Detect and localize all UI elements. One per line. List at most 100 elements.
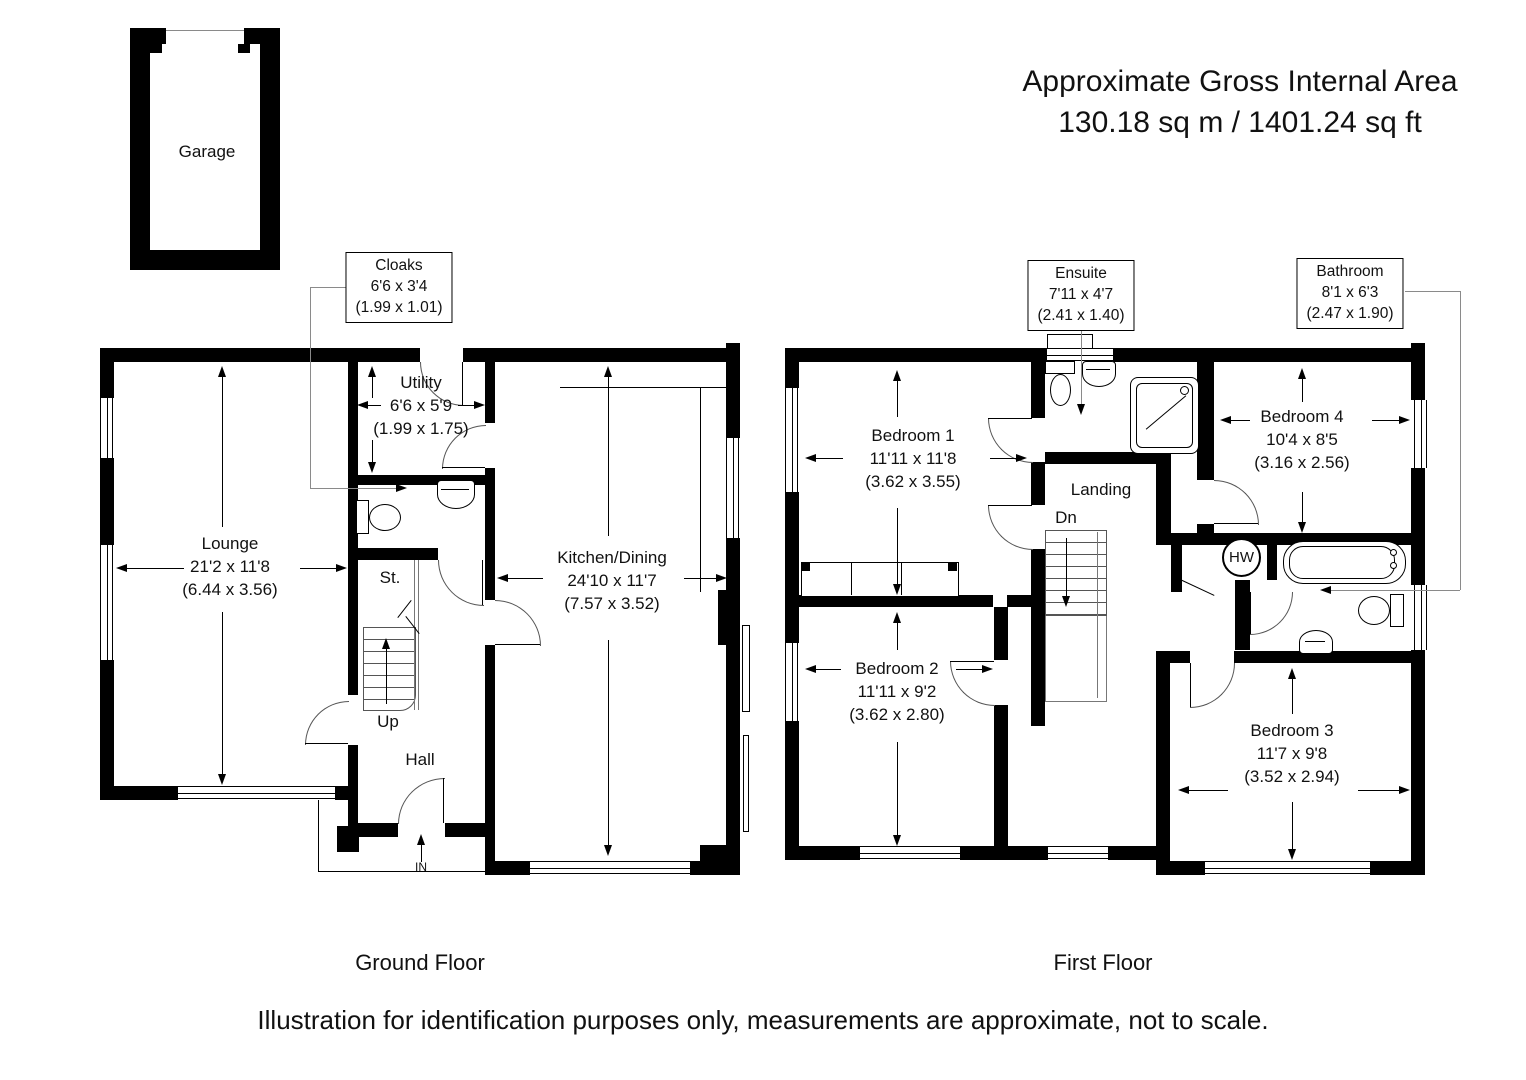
room-size-imperial: 7'11 x 4'7 [1048,285,1114,303]
wall [1031,362,1045,418]
wall [726,538,740,590]
counter-line [560,387,726,388]
ensuite-label-box: Ensuite 7'11 x 4'7 (2.41 x 1.40) [1027,260,1135,331]
arrowhead [805,665,816,673]
room-name: Utility [400,373,442,392]
up-label: Up [377,712,399,731]
dimension-line [897,508,898,584]
stair-edge [1097,532,1098,698]
wall [1156,452,1171,545]
door-leaf [495,644,540,645]
arrowhead [604,845,612,856]
toilet-symbol [1045,361,1075,374]
leader-line [1081,328,1082,404]
window [178,786,335,799]
wall [785,348,1047,362]
arrowhead [716,574,727,582]
arrowhead [1178,786,1189,794]
in-arrow-head [417,834,425,845]
room-name: Bedroom 2 [855,659,939,678]
arrowhead [982,665,993,673]
dimension-line [458,405,474,406]
utility-label: Utility 6'6 x 5'9 (1.99 x 1.75) [373,372,468,441]
wall [785,846,860,860]
room-size-imperial: 6'6 x 5'9 [389,395,453,415]
room-size-imperial: 11'7 x 9'8 [1256,743,1328,763]
gross-area-title: Approximate Gross Internal Area [1022,65,1458,98]
window [726,438,739,538]
arrowhead [368,462,376,473]
bedroom1-label: Bedroom 1 11'11 x 11'8 (3.62 x 3.55) [865,425,960,494]
leader-line [310,287,346,288]
door-arc [1214,480,1259,525]
basin-symbol [1082,361,1116,387]
store-label: St. [379,568,401,587]
wardrobe [851,562,852,595]
room-name: Bedroom 1 [871,426,955,445]
down-arrow-head [1062,596,1070,607]
wall [100,786,178,800]
bath-taps [1390,562,1397,569]
door-arc [1190,663,1235,708]
dimension-line [816,669,841,670]
basin-symbol [441,489,469,490]
door-arc [438,560,484,606]
arrowhead [805,454,816,462]
dimension-line [300,568,336,569]
dimension-line [956,669,982,670]
window [1414,585,1427,650]
door-leaf [1250,592,1251,634]
wall [1197,362,1214,480]
room-size-metric: (3.16 x 2.56) [1254,452,1350,472]
wall [260,28,280,270]
room-name: Bedroom 4 [1260,407,1344,426]
door-leaf [988,505,1032,506]
dimension-line [372,440,373,462]
dimension-line [684,578,716,579]
roof-light [1047,334,1093,349]
disclaimer: Illustration for identification purposes… [257,1005,1269,1035]
arrowhead [368,366,376,377]
room-name: Bathroom [1316,263,1384,280]
arrowhead [474,401,485,409]
arrowhead [357,401,368,409]
room-name: Bedroom 3 [1250,721,1334,740]
wall [358,475,487,485]
room-name: Lounge [201,534,259,553]
garage-door-line [166,30,244,31]
garage-label: Garage [178,142,236,161]
room-size-imperial: 11'11 x 11'8 [869,448,957,468]
wall [1156,651,1190,663]
wall [485,645,495,875]
wall [337,826,359,852]
door-leaf [950,661,994,662]
door-leaf [1214,523,1258,524]
wall [130,28,150,270]
leader-arrow-head [396,484,407,492]
stair-edge [418,560,419,710]
arrowhead [116,564,127,572]
wall [100,348,114,398]
hall-label: Hall [405,750,435,769]
down-arrow-line [1066,538,1067,596]
wall [238,44,250,53]
wall [799,595,993,607]
wall [130,28,166,44]
dn-label: Dn [1055,508,1077,527]
dimension-line [508,578,543,579]
wall [348,745,358,837]
door-leaf [305,743,348,744]
wall [785,492,799,643]
room-size-metric: (7.57 x 3.52) [564,593,660,613]
wall [485,468,495,600]
leader-line [1460,291,1461,590]
dimension-line [1231,420,1250,421]
wall [994,705,1008,846]
window [1047,348,1113,361]
dimension-line [222,612,223,774]
bathroom-label-box: Bathroom 8'1 x 6'3 (2.47 x 1.90) [1296,258,1404,329]
wall [1156,861,1205,875]
wall [1108,846,1156,860]
dimension-line [897,742,898,835]
